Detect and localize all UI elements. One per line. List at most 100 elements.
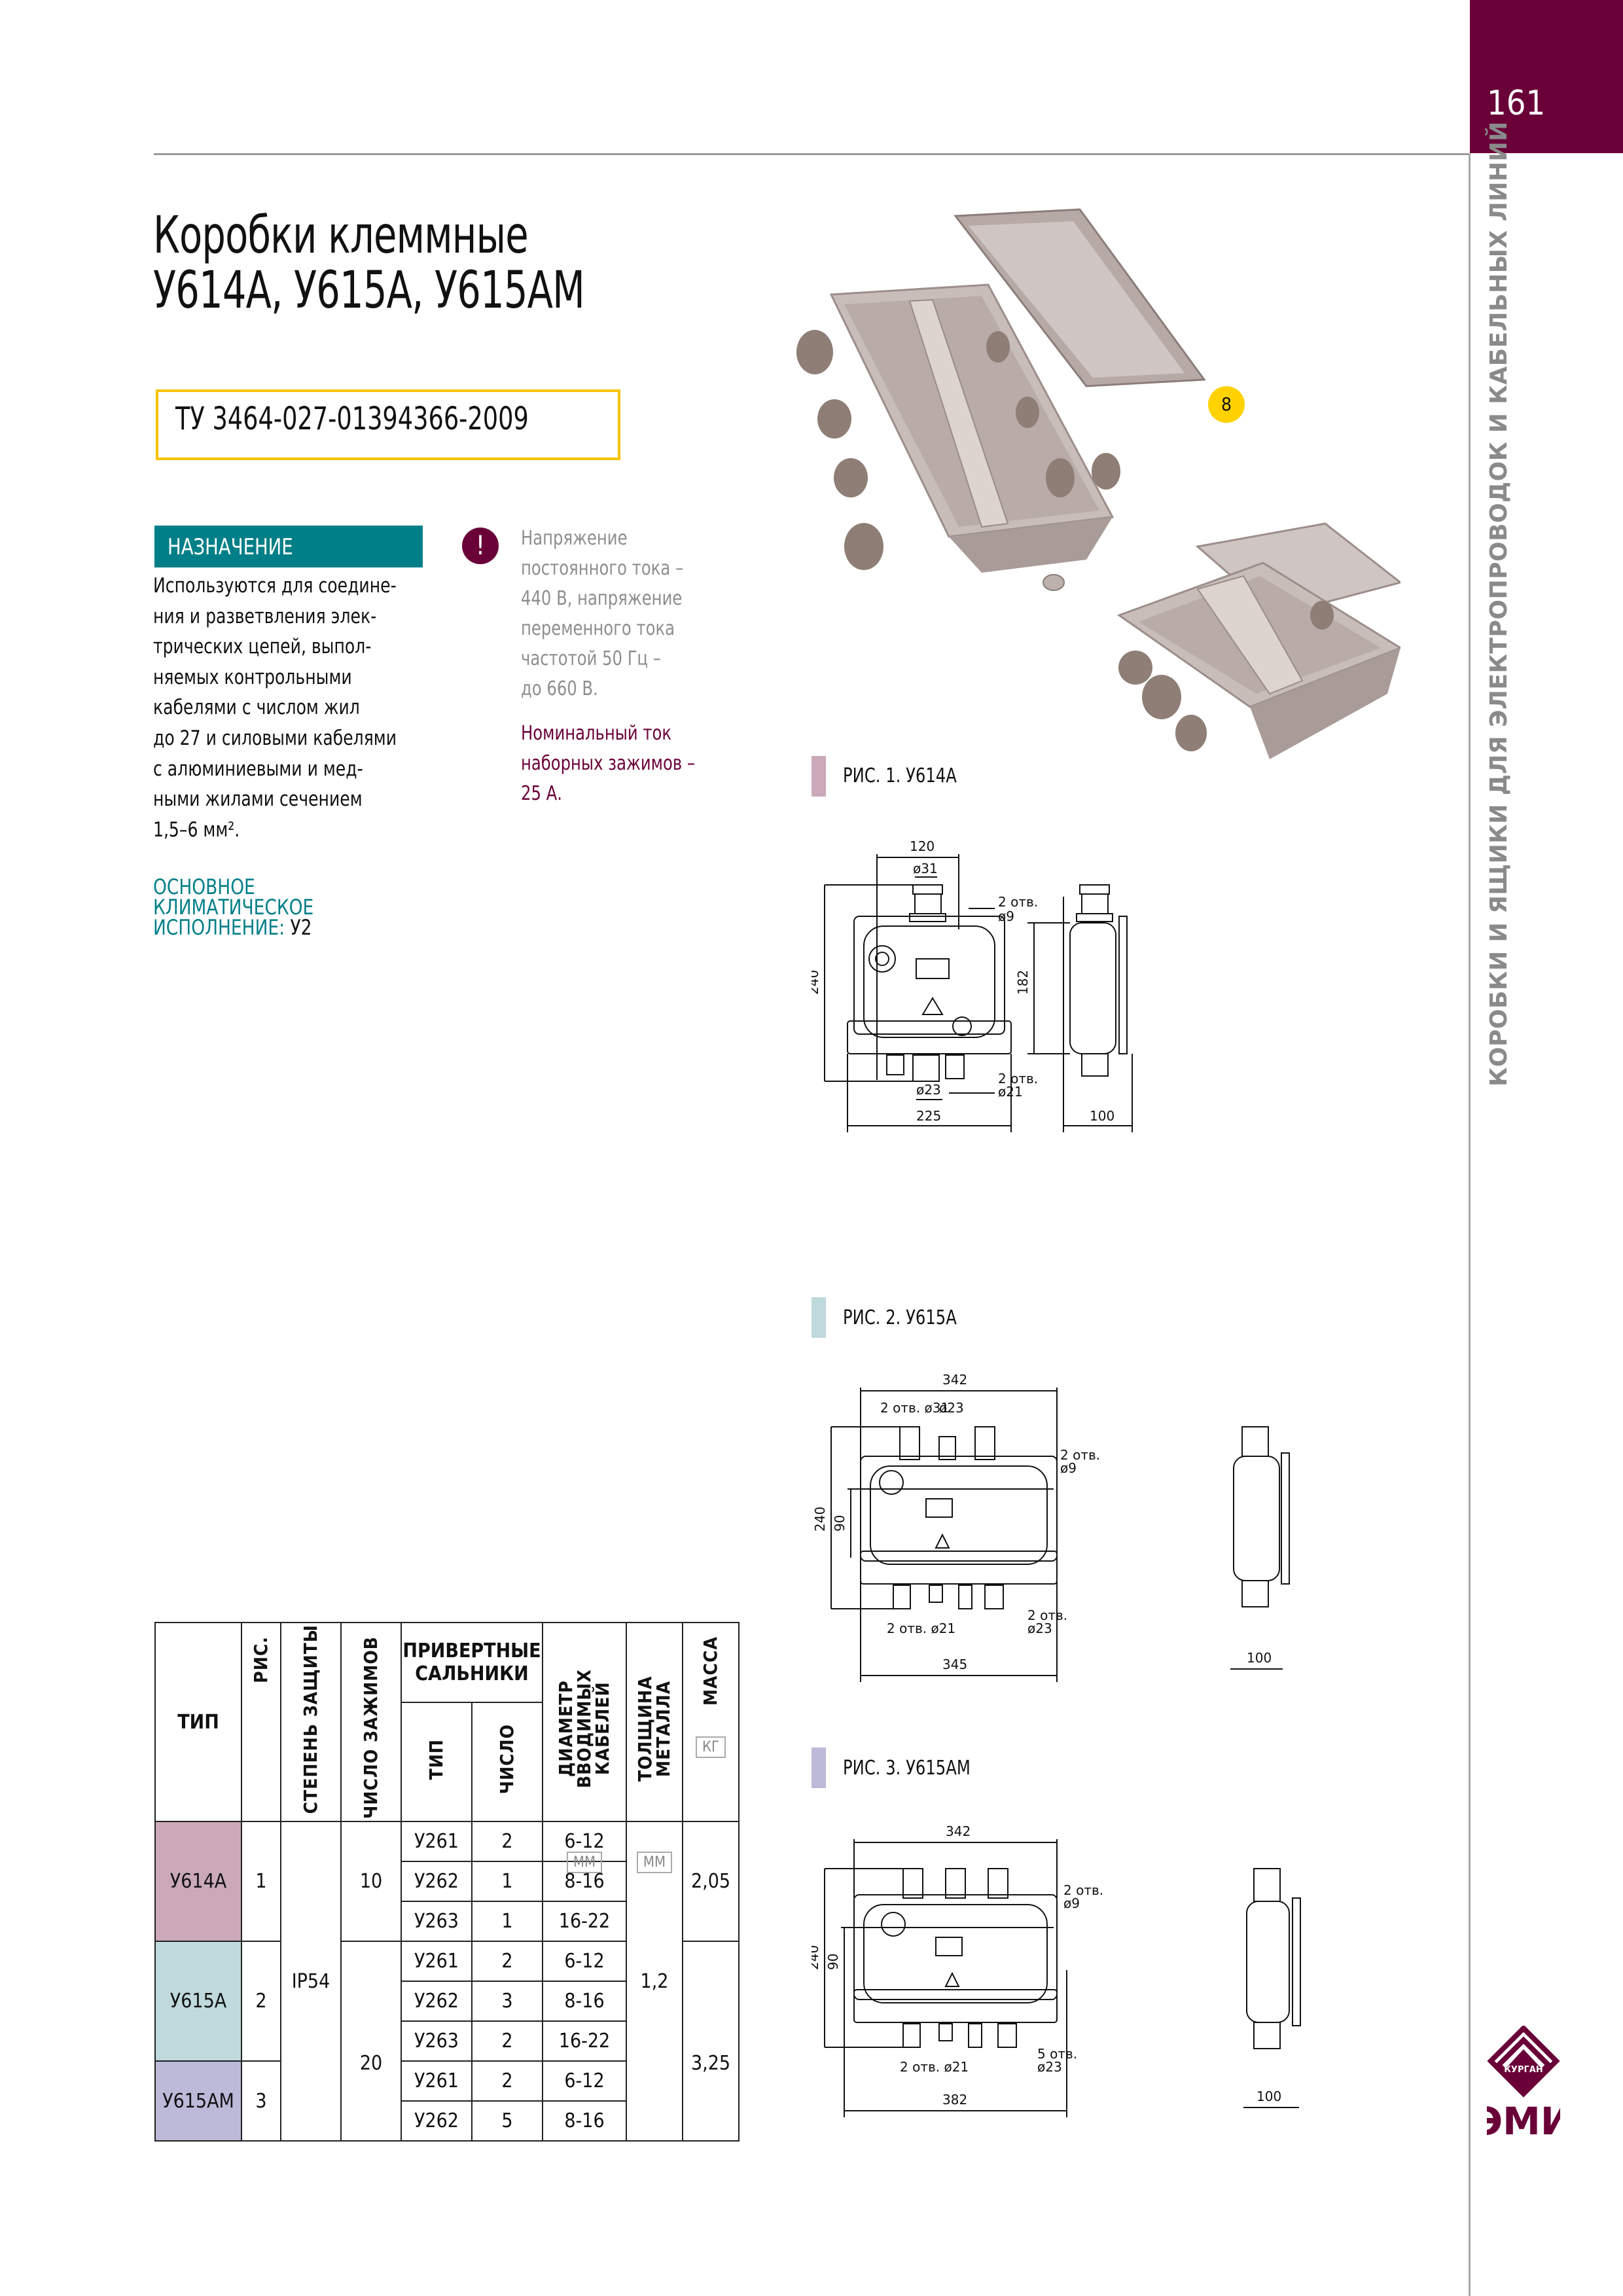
cell-fig: 3	[241, 2060, 281, 2142]
climate-block: ОСНОВНОЕ КЛИМАТИЧЕСКОЕ ИСПОЛНЕНИЕ: У2	[153, 876, 328, 940]
header-protection: СТЕПЕНЬ ЗАЩИТЫ	[280, 1622, 342, 1822]
page-title: Коробки клеммные У614А, У615А, У615АМ	[153, 208, 585, 318]
cell-diameter: 6-12	[542, 2060, 627, 2102]
dim-hole-d: ø9	[1063, 1895, 1080, 1911]
climate-label: ИСПОЛНЕНИЕ:	[153, 915, 285, 940]
dim-top-glands: 2 отв. ø31	[880, 1400, 949, 1416]
dim-holes: 2 отв.	[998, 894, 1038, 910]
large-box-lid	[954, 208, 1206, 387]
dim-hole-d: ø9	[1060, 1460, 1077, 1476]
purpose-line: трических цепей, выпол-	[153, 635, 372, 659]
cell-gland-count: 5	[471, 2100, 543, 2142]
dim-side-height: 182	[1015, 970, 1031, 995]
voltage-line: до 660 В.	[521, 677, 598, 700]
purpose-line: кабелями с числом жил	[153, 696, 360, 720]
dim-bottom-holes-d: ø21	[998, 1084, 1023, 1100]
voltage-line: частотой 50 Гц –	[521, 647, 661, 670]
header-glands: ПРИВЕРТНЫЕ САЛЬНИКИ	[401, 1622, 543, 1703]
side-rule	[1469, 153, 1471, 2296]
dim-top-gland-2: ø23	[939, 1400, 964, 1416]
figure-2-label: РИС. 2. У615А	[843, 1306, 957, 1329]
unit-mm: ММ	[636, 1852, 673, 1873]
dim-bottom-holes: 2 отв.	[998, 1071, 1038, 1086]
spec-table: ТИП РИС. СТЕПЕНЬ ЗАЩИТЫ ЧИСЛО ЗАЖИМОВ ПР…	[154, 1622, 740, 2142]
dim-hole-d: ø9	[998, 908, 1014, 924]
logo-brand: ЭМИ	[1487, 2099, 1560, 2137]
figure-3-label: РИС. 3. У615АМ	[843, 1757, 971, 1780]
dim-top-width: 342	[946, 1823, 971, 1839]
table-header-row: ТИП РИС. СТЕПЕНЬ ЗАЩИТЫ ЧИСЛО ЗАЖИМОВ ПР…	[154, 1622, 740, 1873]
cell-gland-count: 2	[471, 2060, 543, 2102]
header-gland-type: ТИП	[401, 1702, 473, 1822]
table-row: У614А 1 IP54 10 У261 2 6-12 1,2 2,05	[154, 1821, 740, 2142]
purpose-line: Используются для соедине-	[153, 574, 397, 598]
climate-line-2: КЛИМАТИЧЕСКОЕ	[153, 895, 314, 920]
table-row: У262 3 8-16	[155, 1981, 739, 2022]
dim-holes: 2 отв.	[1060, 1447, 1100, 1463]
dim-height: 240	[812, 1507, 828, 1532]
section-title: КОРОБКИ И ЯЩИКИ ДЛЯ ЭЛЕКТРОПРОВОДОК И КА…	[1486, 121, 1512, 1086]
logo-city: КУРГАН	[1504, 2065, 1543, 2075]
purpose-line: ния и разветвления элек-	[153, 604, 377, 628]
dim-bottom-holes-2: 2 отв.	[1027, 1607, 1067, 1623]
figure-1-label: РИС. 1. У614А	[843, 764, 957, 787]
dim-inner-height: 90	[825, 1954, 841, 1970]
dim-depth: 100	[1257, 2089, 1281, 2104]
cell-clamps: 20	[340, 1941, 402, 2142]
cell-gland-type: У261	[401, 1821, 473, 1862]
table-row: У615АМ 3 У261 2 6-12	[154, 2060, 739, 2142]
dim-height: 240	[812, 1945, 821, 1970]
dim-holes: 2 отв.	[1063, 1882, 1103, 1898]
spec-code-box	[156, 389, 620, 460]
cell-gland-type: У262	[401, 1981, 473, 2022]
unit-kg: КГ	[695, 1736, 726, 1759]
dim-depth: 100	[1090, 1108, 1115, 1124]
cell-gland-type: У262	[401, 1861, 473, 1902]
cell-diameter: 16-22	[542, 1901, 627, 1942]
table-row: У615А 2 20 У261 2 6-12 3,25	[154, 1941, 740, 2142]
voltage-line: Напряжение	[521, 527, 628, 550]
badge-number: 8	[1208, 386, 1245, 423]
cell-fig: 1	[241, 1821, 281, 1942]
dim-top-width: 120	[910, 838, 935, 854]
table-row: У263 2 16-22	[155, 2020, 739, 2062]
dim-width: 225	[916, 1108, 941, 1124]
purpose-line: няемых контрольными	[153, 665, 352, 689]
current-note: Номинальный ток наборных зажимов – 25 А.	[521, 719, 715, 809]
page-number-tab	[1470, 0, 1623, 153]
purpose-heading-bar	[154, 526, 423, 567]
climate-line-3: ИСПОЛНЕНИЕ: У2	[153, 915, 313, 940]
dim-top-gland: ø31	[913, 861, 938, 876]
dim-bottom-holes-1: 2 отв. ø21	[900, 2059, 969, 2075]
figure-3-swatch	[812, 1748, 826, 1788]
cell-type: У615А	[154, 1941, 242, 2062]
dim-depth: 100	[1247, 1650, 1272, 1666]
figure-3-drawing: 342 2 отв. ø9 240 90 2 отв. ø21 5 отв. ø…	[812, 1823, 1301, 2117]
cell-gland-type: У261	[401, 1941, 473, 1982]
cell-diameter: 6-12	[542, 1821, 627, 1862]
purpose-line: 1,5–6 мм².	[153, 817, 240, 842]
dim-bottom-holes-2-d: ø23	[1027, 1621, 1052, 1636]
purpose-heading: НАЗНАЧЕНИЕ	[168, 534, 293, 560]
cell-gland-type: У262	[401, 2100, 473, 2142]
cell-mass: 2,05	[682, 1821, 740, 1942]
table-row: У263 1 16-22	[155, 1901, 739, 1942]
table-subheader-row: ТИП ЧИСЛО	[155, 1702, 739, 1822]
dim-height: 240	[812, 970, 821, 995]
current-line: Номинальный ток	[521, 722, 672, 745]
header-fig: РИС.	[241, 1622, 281, 1822]
cell-gland-type: У263	[401, 2020, 473, 2062]
purpose-line: до 27 и силовыми кабелями	[153, 726, 397, 750]
cell-diameter: 8-16	[542, 1861, 627, 1902]
dim-bottom-gland: ø23	[916, 1082, 941, 1098]
purpose-line: с алюминиевыми и мед-	[153, 757, 363, 781]
cell-metal-thickness: 1,2	[626, 1821, 683, 2142]
dim-bottom-holes-1: 2 отв. ø21	[887, 1621, 955, 1636]
figure-1-drawing: 120 ø31 2 отв. ø9 240 182 ø23 2 отв. ø21…	[812, 838, 1133, 1132]
header-clamps: ЧИСЛО ЗАЖИМОВ	[340, 1622, 402, 1822]
cell-gland-count: 2	[471, 1821, 543, 1862]
figure-2-swatch	[812, 1297, 826, 1338]
dim-bottom-holes-2-d: ø23	[1037, 2059, 1062, 2075]
